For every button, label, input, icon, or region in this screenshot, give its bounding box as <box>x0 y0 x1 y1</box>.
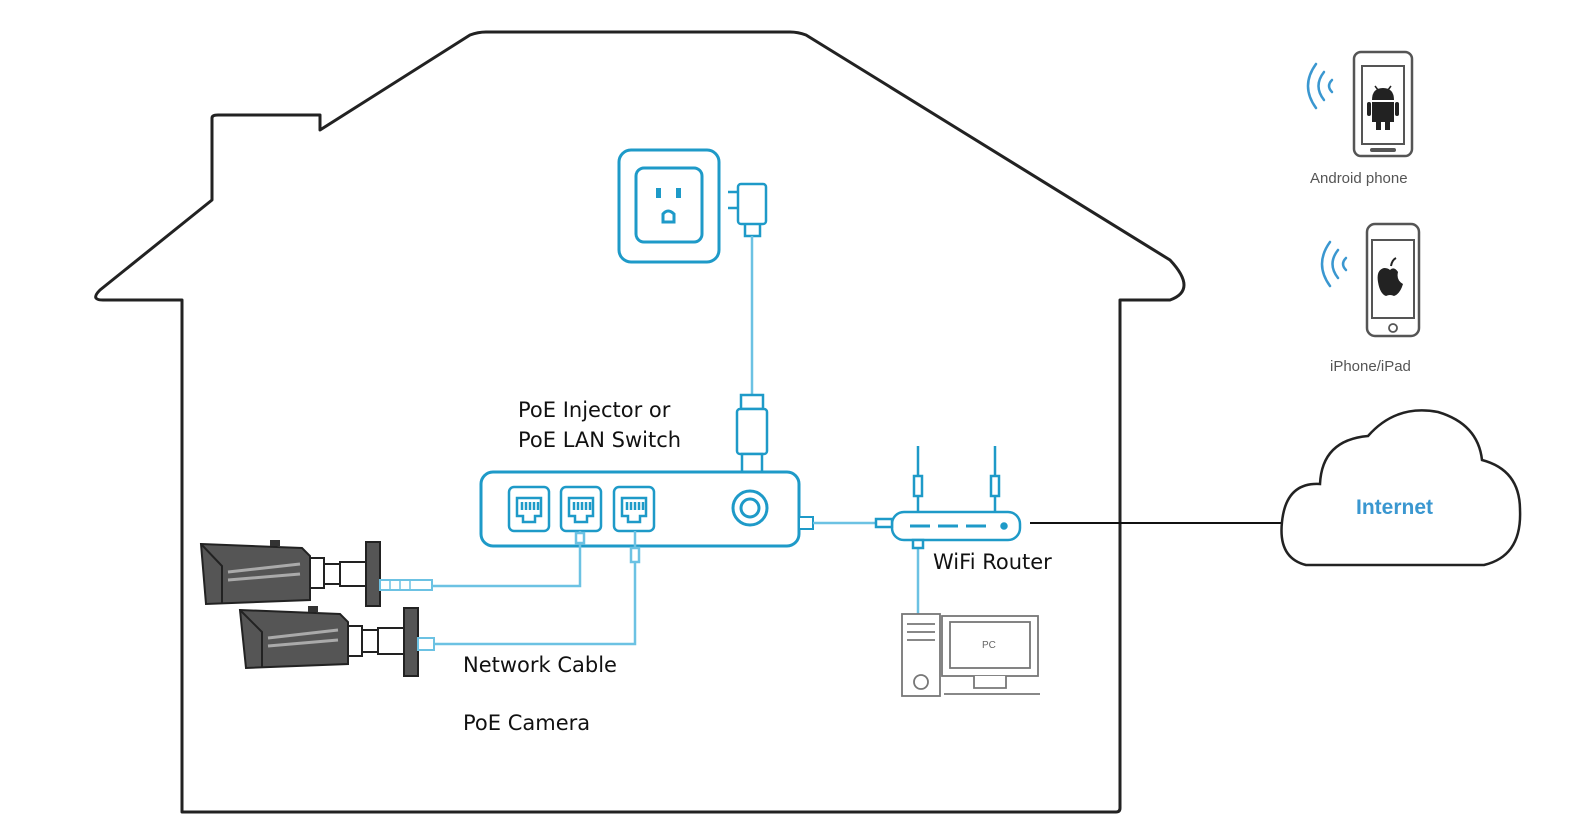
dc-port-icon <box>731 489 769 527</box>
wifi-router-label: WiFi Router <box>933 550 1052 574</box>
wifi-router-icon <box>874 446 1022 550</box>
cloud-icon <box>1280 409 1522 567</box>
poe-camera-label: PoE Camera <box>463 711 591 735</box>
power-adapter-icon <box>728 182 768 238</box>
wifi-signal-icon <box>1320 240 1348 288</box>
network-cable-label: Network Cable <box>463 653 617 677</box>
ethernet-port-icon <box>507 485 551 533</box>
desktop-pc-icon <box>901 613 1040 697</box>
pc-screen-label: PC <box>982 640 996 651</box>
android-phone-icon <box>1352 50 1414 158</box>
android-phone-label: Android phone <box>1310 170 1408 187</box>
wifi-signal-icon <box>1306 62 1334 110</box>
internet-label: Internet <box>1356 496 1434 519</box>
bullet-camera-icon <box>199 540 433 607</box>
dc-connector-icon <box>735 393 769 478</box>
network-cable <box>430 521 920 646</box>
bullet-camera-icon <box>238 606 435 677</box>
poe-switch-icon <box>479 470 814 548</box>
house-outline <box>94 30 1186 814</box>
poe-injector-label-line1: PoE Injector or <box>518 398 671 422</box>
poe-injector-label: PoE Injector or PoE LAN Switch <box>518 395 681 455</box>
power-outlet-icon <box>617 148 721 264</box>
poe-injector-label-line2: PoE LAN Switch <box>518 428 682 452</box>
iphone-ipad-label: iPhone/iPad <box>1330 358 1411 375</box>
iphone-icon <box>1365 222 1421 338</box>
